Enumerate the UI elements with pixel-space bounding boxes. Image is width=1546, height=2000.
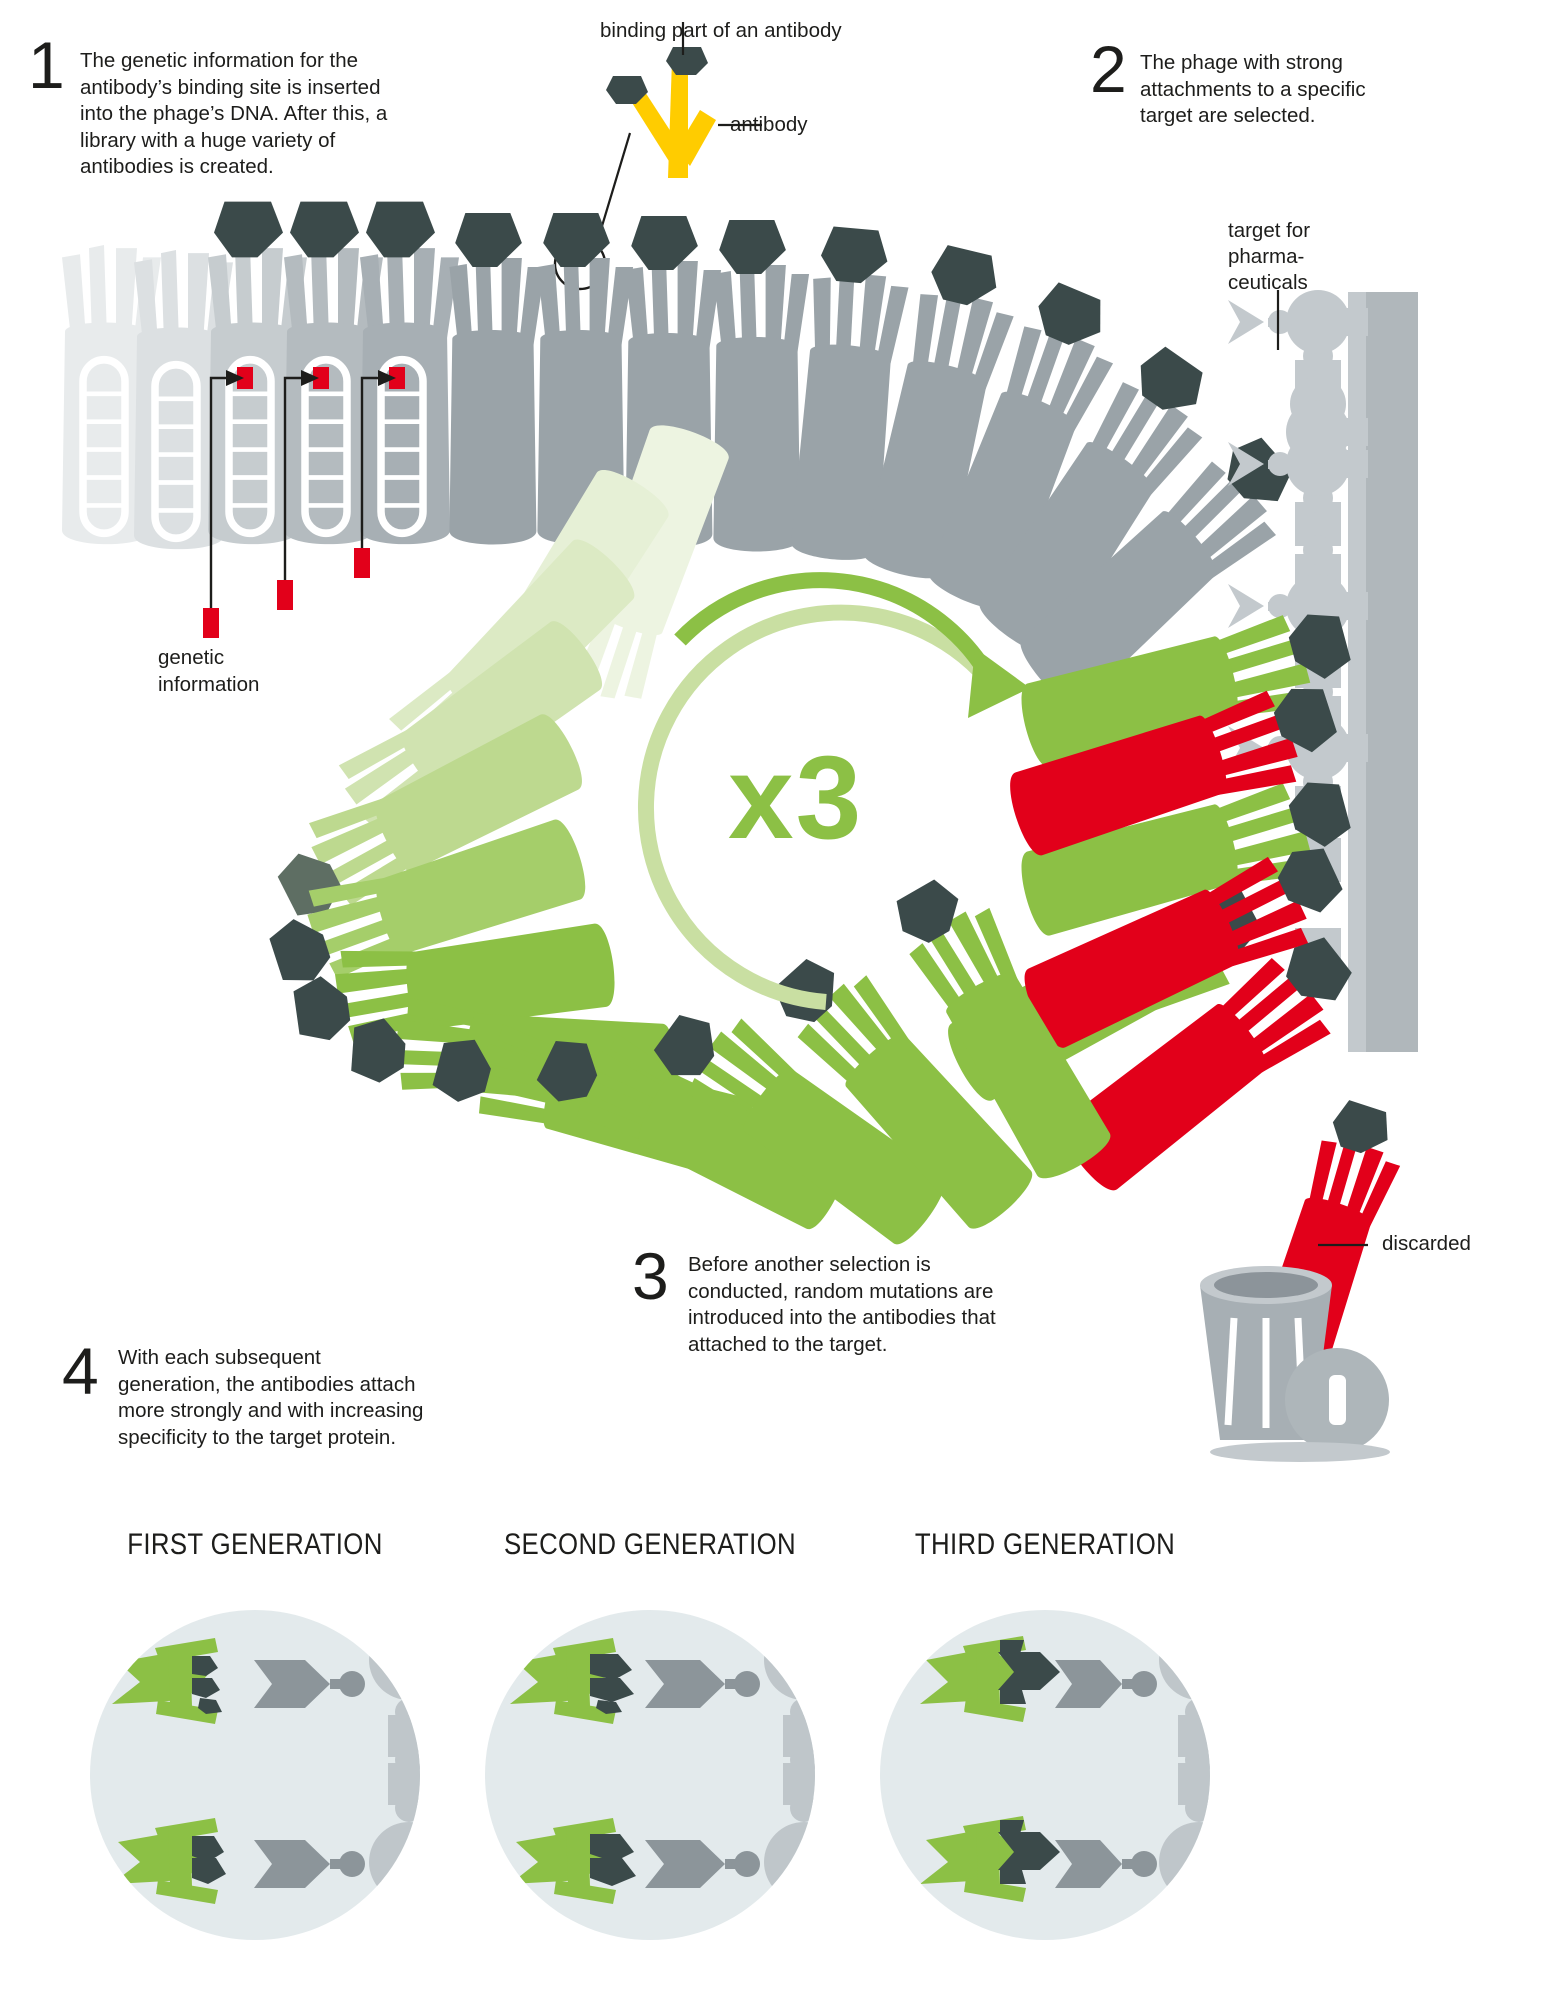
binding-head-upper-gen1 [192,1656,222,1714]
target-label-line1: target for [1228,219,1311,242]
antibody-green-upper [112,1638,218,1724]
gene-marker [313,367,329,389]
step-4-number: 4 [62,1334,99,1408]
step-2-number: 2 [1090,32,1127,106]
genetic-information-label: genetic information [158,646,260,696]
target-label-line2: pharma- [1228,245,1305,268]
target-label-line3: ceuticals [1228,271,1308,294]
gene-marker [237,367,253,389]
step-3-text: Before another selection is conducted, r… [688,1253,996,1356]
gene-marker-callout [354,548,370,578]
trash-bin-icon [1200,1266,1390,1462]
step-1-text: The genetic information for the antibody… [80,49,388,178]
gene-marker [389,367,405,389]
antibody-label: antibody [730,113,808,136]
step-1-number: 1 [28,28,65,102]
antibody-green-lower [112,1818,218,1904]
step-2-text: The phage with strong attachments to a s… [1140,51,1366,127]
cycle-multiplier-label: x3 [728,732,864,864]
phage-library-row [62,201,459,550]
binding-part-label: binding part of an antibody [600,19,842,42]
step-3-number: 3 [632,1239,669,1313]
gene-marker-callout [203,608,219,638]
binding-head-lower-gen1 [192,1836,226,1884]
gene-marker-callout [277,580,293,610]
gene-leader-arrows [209,376,380,620]
generation-3-art [880,1610,1210,1940]
gene-leader-arrowheads [226,370,396,386]
generation-2-art [485,1610,815,1940]
cycle-arrow [637,572,1030,1010]
generation-1-art [90,1610,420,1940]
generation-2-heading: SECOND GENERATION [503,1528,797,1561]
generation-3-heading: THIRD GENERATION [914,1528,1176,1561]
step-4-text: With each subsequent generation, the ant… [118,1346,424,1449]
antibody-symbol [606,47,716,178]
generation-1-heading: FIRST GENERATION [127,1528,383,1561]
discarded-label: discarded [1382,1232,1471,1255]
